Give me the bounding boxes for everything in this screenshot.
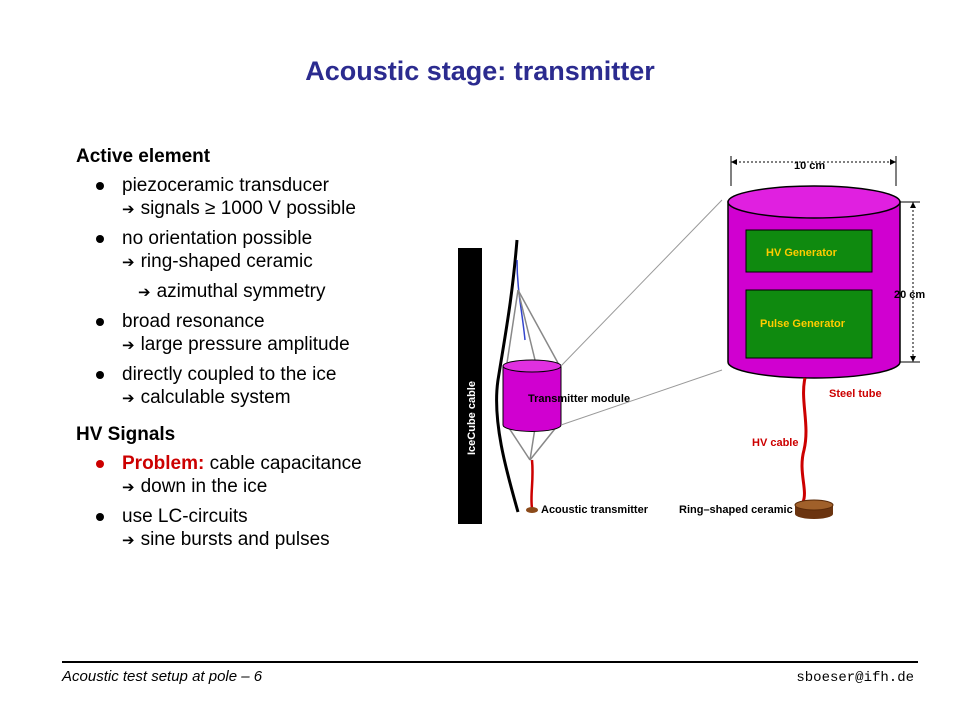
active-element-heading: Active element (76, 146, 211, 167)
hv-signals-heading: HV Signals (76, 424, 176, 445)
footer-divider (62, 661, 918, 663)
acoustic-transmitter-icon (526, 507, 538, 513)
item-subtext: sine bursts and pulses (140, 529, 330, 550)
list-item: directly coupled to the ice ➔ calculable … (76, 363, 456, 410)
acoustic-transmitter-label: Acoustic transmitter (541, 504, 649, 516)
pulse-generator-box (745, 289, 873, 359)
bullet-icon (96, 235, 104, 243)
item-subline: ➔ down in the ice (122, 475, 456, 499)
hv-generator-box (745, 229, 873, 273)
bullet-icon (96, 371, 104, 379)
red-cable-line (530, 459, 534, 509)
bullet-icon (96, 318, 104, 326)
item-subline: ➔ calculable system (122, 386, 456, 410)
item-subline: ➔ sine bursts and pulses (122, 528, 456, 552)
icecube-cable-label: IceCube cable (466, 381, 478, 455)
transmitter-module-label: Transmitter module (528, 393, 630, 405)
width-dimension-label: 10 cm (794, 160, 825, 172)
black-cable-line (495, 239, 520, 513)
ceramic-top (794, 499, 834, 511)
icecube-cable-bar (458, 248, 482, 524)
arrow-right-icon: ➔ (122, 389, 135, 407)
bullet-icon (96, 182, 104, 190)
arrow-right-icon: ➔ (122, 253, 135, 271)
problem-label: Problem: (122, 453, 205, 474)
bullet-content: Active element piezoceramic transducer ➔… (76, 146, 456, 558)
bullet-icon (96, 460, 104, 468)
item-subline: ➔ signals ≥ 1000 V possible (122, 197, 456, 221)
arrow-right-icon: ➔ (122, 531, 135, 549)
active-element-list: piezoceramic transducer ➔ signals ≥ 1000 … (76, 174, 456, 410)
hv-cable-label: HV cable (752, 437, 798, 449)
item-subtext: calculable system (140, 387, 291, 408)
hv-signals-list: Problem: cable capacitance ➔ down in the … (76, 452, 456, 552)
item-subline: ➔ large pressure amplitude (122, 333, 456, 357)
height-dimension-label: 20 cm (894, 289, 925, 301)
item-text: cable capacitance (209, 453, 362, 474)
projection-line-bottom (560, 369, 723, 426)
projection-line-top (560, 199, 723, 367)
pulse-generator-label: Pulse Generator (760, 318, 846, 330)
item-subline: ➔ ring-shaped ceramic (122, 250, 456, 274)
footer-email: sboeser@ifh.de (796, 670, 914, 686)
item-subtext: large pressure amplitude (140, 334, 350, 355)
item-text: broad resonance (122, 311, 265, 332)
arrow-right-icon: ➔ (122, 478, 135, 496)
item-subtext: ring-shaped ceramic (140, 251, 313, 272)
item-subtext: signals ≥ 1000 V possible (140, 198, 356, 219)
item-subtext: azimuthal symmetry (156, 281, 326, 302)
list-item: use LC-circuits ➔ sine bursts and pulses (76, 505, 456, 552)
transmitter-module-top (502, 359, 562, 373)
item-text: no orientation possible (122, 228, 313, 249)
slide-title: Acoustic stage: transmitter (305, 56, 655, 86)
list-item: Problem: cable capacitance ➔ down in the … (76, 452, 456, 499)
suspension-wires (506, 289, 559, 461)
list-item: broad resonance ➔ large pressure amplitud… (76, 310, 456, 357)
bullet-icon (96, 513, 104, 521)
item-subtext: down in the ice (140, 476, 268, 497)
arrow-right-icon: ➔ (122, 336, 135, 354)
item-subline: ➔ azimuthal symmetry (122, 280, 456, 304)
item-text: directly coupled to the ice (122, 364, 337, 385)
arrow-right-icon: ➔ (138, 283, 151, 301)
item-text: use LC-circuits (122, 506, 248, 527)
transmitter-diagram: IceCube cable Transmitter module Acousti… (458, 156, 925, 524)
steel-tube-label: Steel tube (829, 388, 882, 400)
footer-slide-info: Acoustic test setup at pole – 6 (62, 668, 263, 685)
item-text: piezoceramic transducer (122, 175, 329, 196)
transmitter-module-body (502, 365, 562, 432)
list-item: no orientation possible ➔ ring-shaped cer… (76, 227, 456, 304)
list-item: piezoceramic transducer ➔ signals ≥ 1000 … (76, 174, 456, 221)
arrow-right-icon: ➔ (122, 200, 135, 218)
hv-cable-line (800, 377, 808, 503)
ring-ceramic-label: Ring–shaped ceramic (679, 504, 793, 516)
steel-tube-top (727, 185, 901, 219)
hv-generator-label: HV Generator (766, 247, 838, 259)
